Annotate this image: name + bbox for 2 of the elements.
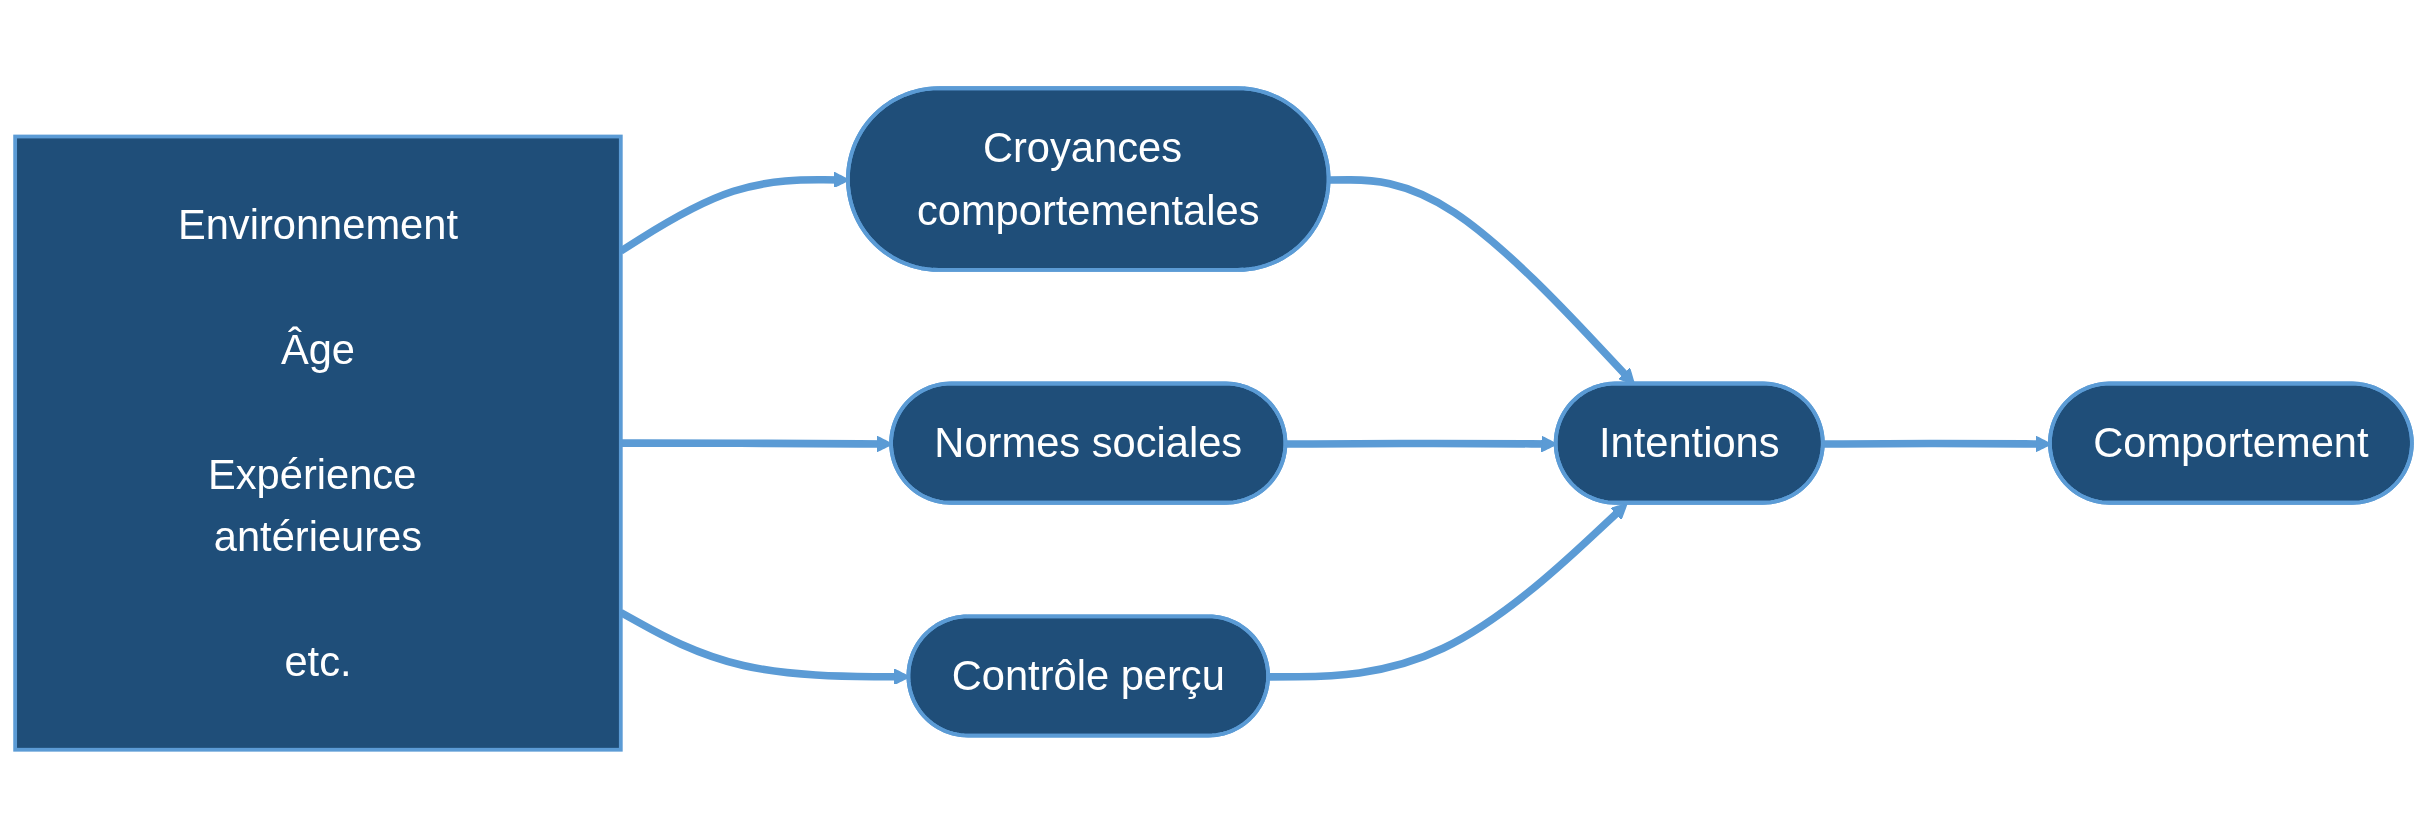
arrow bbox=[1269, 502, 1628, 681]
node-box: Environnement Âge Expérience antérieures etc. bbox=[13, 134, 623, 752]
